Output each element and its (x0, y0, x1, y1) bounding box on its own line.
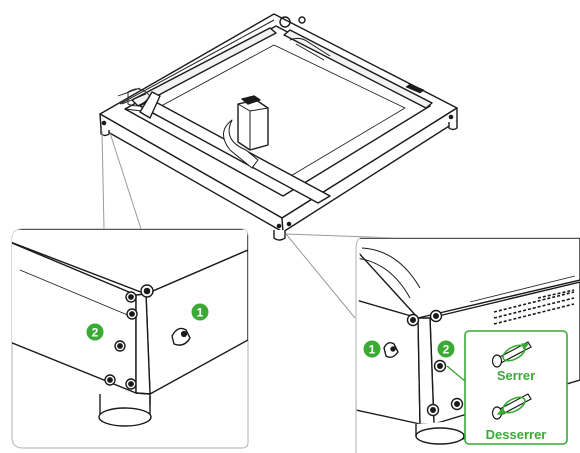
laser-frame-illustration (99, 13, 458, 241)
left-marker-1 (191, 303, 209, 321)
zoom-leader-lines (101, 130, 397, 319)
loosen-label: Desserrer (486, 427, 547, 442)
left-marker-2-label: 2 (92, 326, 99, 340)
left-detail-panel: 1 2 (11, 228, 249, 449)
right-marker-1 (363, 340, 381, 358)
left-marker-2 (86, 323, 104, 341)
right-marker-2-label: 2 (443, 343, 450, 357)
tighten-loosen-callout: Serrer Desserrer (464, 330, 568, 445)
right-marker-1-label: 1 (369, 343, 376, 357)
right-marker-2 (437, 340, 455, 358)
tighten-label: Serrer (497, 368, 535, 383)
left-marker-1-label: 1 (197, 306, 204, 320)
loosen-screw-icon (491, 393, 532, 420)
tighten-screw-icon (491, 341, 532, 368)
right-detail-panel: 1 2 Serrer Desserrer (355, 237, 580, 453)
